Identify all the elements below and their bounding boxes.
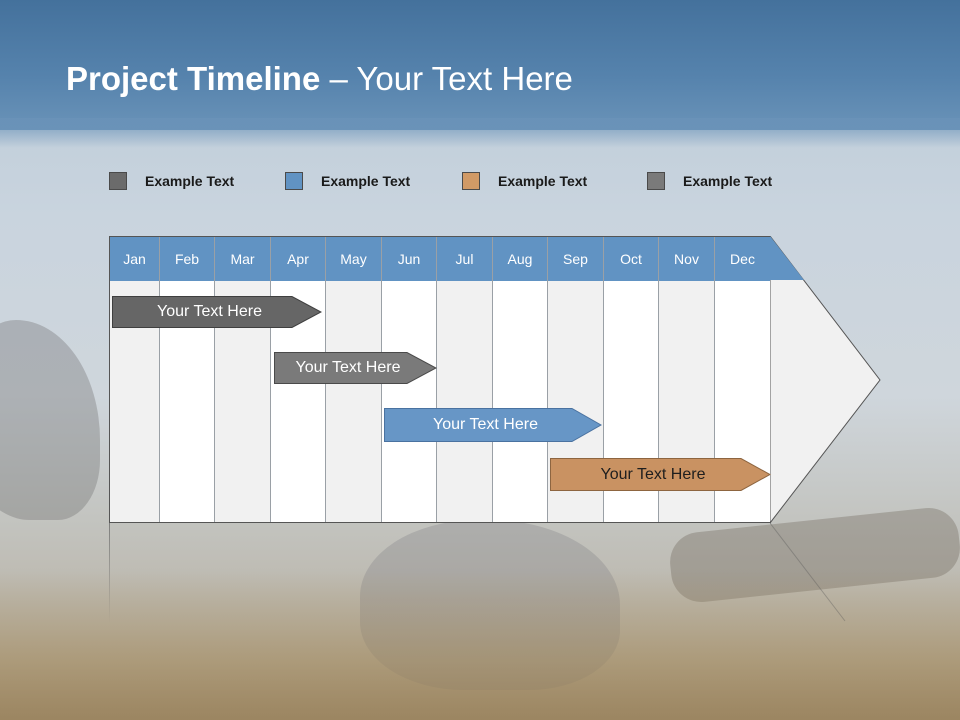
slide-title-bold: Project Timeline xyxy=(66,60,321,97)
task-bar-shape xyxy=(550,458,771,491)
month-header: Aug xyxy=(493,237,547,281)
month-header: Oct xyxy=(604,237,658,281)
month-column: Oct xyxy=(604,237,659,522)
slide-title-rest: – Your Text Here xyxy=(320,60,573,97)
legend-label: Example Text xyxy=(683,173,773,189)
month-header: Nov xyxy=(659,237,714,281)
legend-label: Example Text xyxy=(321,173,411,189)
month-header: Jul xyxy=(437,237,492,281)
month-column: Dec xyxy=(715,237,770,522)
title-banner-fade xyxy=(0,118,960,148)
month-header: Apr xyxy=(271,237,325,281)
legend-label: Example Text xyxy=(498,173,588,189)
month-column: Apr xyxy=(271,237,326,522)
month-column: Jan xyxy=(110,237,160,522)
month-header: Sep xyxy=(548,237,603,281)
task-bar-shape xyxy=(112,296,322,328)
month-header: May xyxy=(326,237,381,281)
legend-item-1: Example Text xyxy=(109,170,234,192)
title-banner xyxy=(0,0,960,130)
legend-swatch xyxy=(647,172,665,190)
legend-swatch xyxy=(462,172,480,190)
task-bar-1[interactable]: Your Text Here xyxy=(112,296,322,328)
legend-item-2: Example Text xyxy=(285,170,410,192)
task-bar-label: Your Text Here xyxy=(600,465,706,483)
month-column: Aug xyxy=(493,237,548,522)
task-bar-label: Your Text Here xyxy=(157,303,262,320)
task-bar-4[interactable]: Your Text Here xyxy=(550,458,771,491)
legend-item-4: Example Text xyxy=(647,170,772,192)
background-ground xyxy=(0,570,960,720)
month-column: Jul xyxy=(437,237,493,522)
month-column: Feb xyxy=(160,237,215,522)
task-bar-label: Your Text Here xyxy=(433,416,538,433)
month-column: Mar xyxy=(215,237,271,522)
arrowhead-reflection xyxy=(770,523,846,622)
legend-swatch xyxy=(285,172,303,190)
month-header: Dec xyxy=(715,237,770,281)
legend-label: Example Text xyxy=(145,173,235,189)
legend-item-3: Example Text xyxy=(462,170,587,192)
month-header: Jun xyxy=(382,237,436,281)
task-bar-shape xyxy=(384,408,602,442)
task-bar-label: Your Text Here xyxy=(295,359,401,376)
timeline-arrowhead xyxy=(770,236,881,524)
month-header: Jan xyxy=(110,237,159,281)
timeline-reflection xyxy=(109,523,110,623)
task-bar-shape xyxy=(274,352,437,384)
task-bar-2[interactable]: Your Text Here xyxy=(274,352,437,384)
task-bar-3[interactable]: Your Text Here xyxy=(384,408,602,442)
legend-swatch xyxy=(109,172,127,190)
month-header: Mar xyxy=(215,237,270,281)
month-header: Feb xyxy=(160,237,214,281)
slide-title: Project Timeline – Your Text Here xyxy=(66,60,573,98)
background-figure xyxy=(0,320,100,520)
month-column: Jun xyxy=(382,237,437,522)
